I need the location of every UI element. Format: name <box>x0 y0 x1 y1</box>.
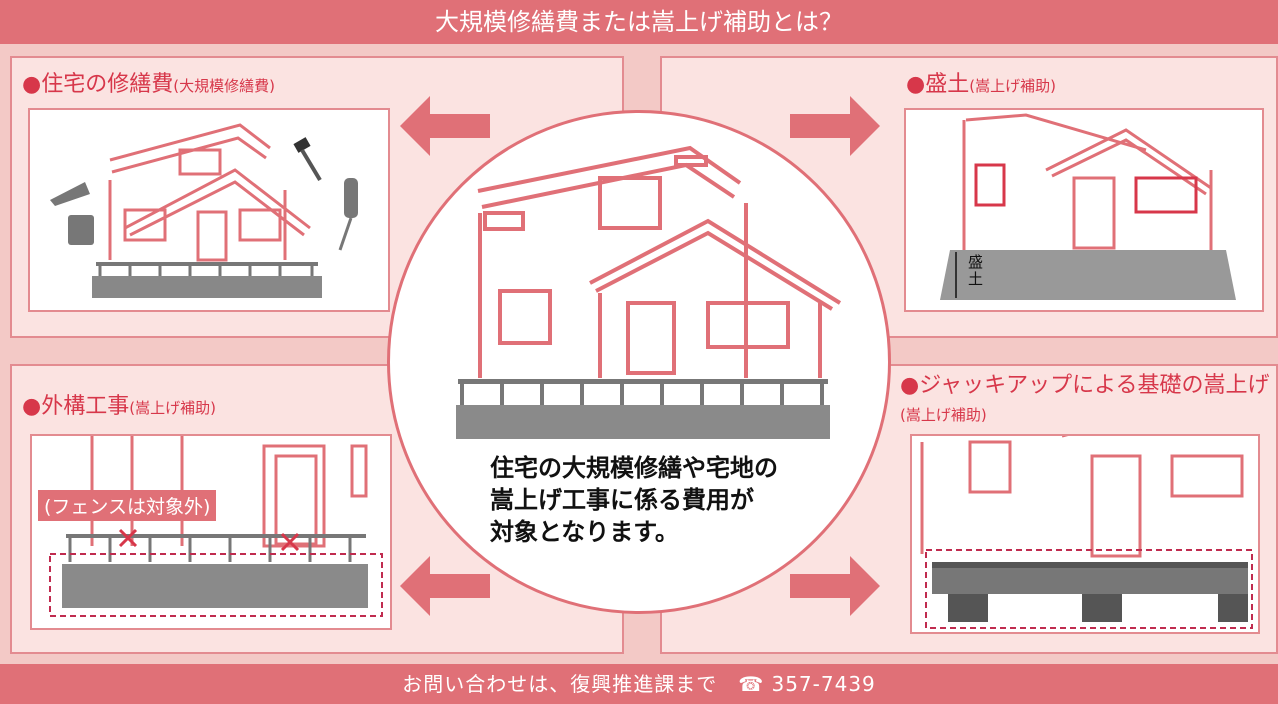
panel-repair-heading: 住宅の修繕費 <box>41 72 174 97</box>
panel-fill-subtitle: (嵩上げ補助) <box>969 77 1056 95</box>
tools-icon <box>50 137 358 251</box>
house-repair-drawing <box>50 123 358 298</box>
panel-exterior-heading: 外構工事 <box>41 394 130 419</box>
footer-contact: お問い合わせは、復興推進課まで ☎ 357-7439 <box>0 664 1278 704</box>
center-circle <box>387 110 891 614</box>
panel-fill-heading: 盛土 <box>925 72 970 97</box>
panel-exterior-title: ●外構工事(嵩上げ補助) <box>22 388 216 420</box>
fill-height-label: 盛土 <box>968 253 984 288</box>
arrow-to-repair-icon <box>400 96 490 156</box>
arrow-to-fill-icon <box>790 96 880 156</box>
arrow-to-jackup-icon <box>790 556 880 616</box>
fence-excluded-note: (フェンスは対象外) <box>38 490 217 521</box>
excluded-mark-icon <box>118 528 300 552</box>
jackup-foundation-drawing <box>920 436 1253 629</box>
arrow-to-exterior-icon <box>400 556 490 616</box>
bullet: ● <box>906 72 926 97</box>
exterior-work-drawing <box>49 436 383 617</box>
house-fill-drawing <box>940 113 1236 300</box>
panel-repair-title: ●住宅の修繕費(大規模修繕費) <box>22 66 275 98</box>
house-center-drawing <box>456 145 842 439</box>
center-description: 住宅の大規模修繕や宅地の 嵩上げ工事に係る費用が 対象となります。 <box>490 454 778 546</box>
panel-jackup-title: ●ジャッキアップによる基礎の嵩上げ (嵩上げ補助) <box>900 372 1269 429</box>
panel-fill-title: ●盛土(嵩上げ補助) <box>906 66 1056 98</box>
bullet: ● <box>900 373 920 398</box>
panel-exterior-illustration <box>30 434 392 630</box>
panel-exterior-subtitle: (嵩上げ補助) <box>129 399 216 417</box>
bullet: ● <box>22 394 42 419</box>
jack-icon <box>948 594 1248 622</box>
panel-jackup-illustration <box>910 434 1260 634</box>
panel-repair-subtitle: (大規模修繕費) <box>173 77 275 95</box>
bullet: ● <box>22 72 42 97</box>
panel-jackup-heading: ジャッキアップによる基礎の嵩上げ <box>919 373 1270 398</box>
panel-fill-illustration <box>904 108 1264 312</box>
panel-repair-illustration <box>28 108 390 312</box>
header-title: 大規模修繕費または嵩上げ補助とは？ <box>0 0 1278 44</box>
panel-jackup-subtitle: (嵩上げ補助) <box>900 406 987 424</box>
